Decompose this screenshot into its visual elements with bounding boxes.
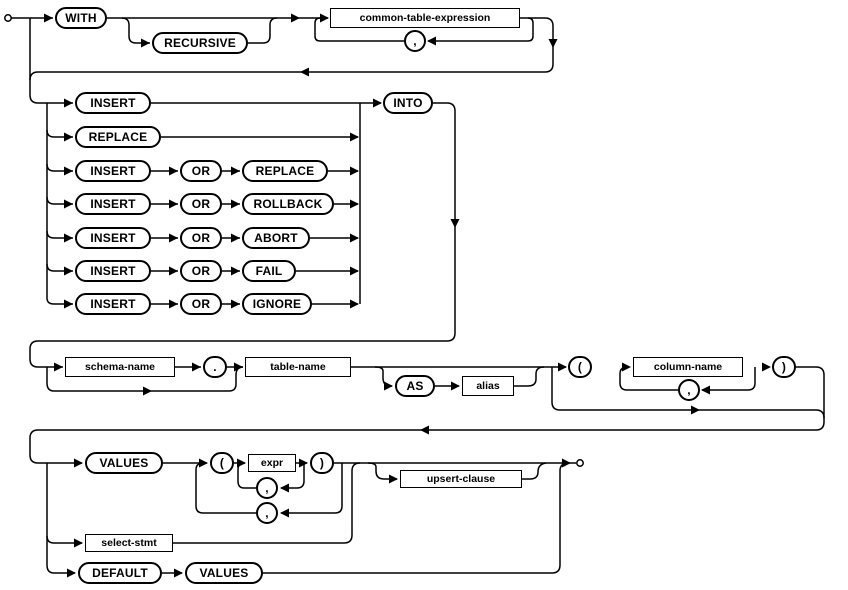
keyword-rollback: ROLLBACK (242, 193, 334, 215)
nonterminal-schema-name[interactable]: schema-name (65, 357, 175, 377)
keyword-or-row7: OR (180, 293, 222, 315)
keyword-as: AS (395, 375, 435, 397)
keyword-insert-row5: INSERT (75, 227, 151, 249)
nonterminal-upsert-clause[interactable]: upsert-clause (400, 470, 522, 488)
comma-columns-loop: , (678, 379, 700, 401)
nonterminal-column-name[interactable]: column-name (633, 357, 743, 377)
keyword-or-row3: OR (180, 160, 222, 182)
keyword-insert-row4: INSERT (75, 193, 151, 215)
keyword-into: INTO (383, 92, 433, 114)
keyword-insert-row7: INSERT (75, 293, 151, 315)
keyword-insert-row3: INSERT (75, 160, 151, 182)
dot-separator: . (203, 356, 227, 378)
keyword-or-row6: OR (180, 260, 222, 282)
keyword-recursive: RECURSIVE (152, 32, 248, 54)
keyword-abort: ABORT (242, 227, 310, 249)
keyword-values: VALUES (85, 452, 163, 474)
nonterminal-select-stmt[interactable]: select-stmt (85, 534, 173, 552)
keyword-fail: FAIL (242, 260, 296, 282)
keyword-with: WITH (55, 7, 107, 29)
nonterminal-alias[interactable]: alias (462, 376, 514, 396)
comma-cte-loop: , (404, 30, 426, 52)
keyword-ignore: IGNORE (242, 293, 312, 315)
keyword-replace-row2: REPLACE (75, 126, 161, 148)
lparen-columns: ( (568, 356, 592, 378)
rparen-columns: ) (772, 356, 796, 378)
keyword-default: DEFAULT (78, 562, 162, 584)
keyword-insert-row1: INSERT (75, 92, 151, 114)
keyword-values-default: VALUES (185, 562, 263, 584)
keyword-or-row4: OR (180, 193, 222, 215)
nonterminal-common-table-expression[interactable]: common-table-expression (330, 8, 520, 28)
nonterminal-table-name[interactable]: table-name (245, 357, 351, 377)
keyword-replace-row3: REPLACE (242, 160, 328, 182)
nonterminal-expr[interactable]: expr (248, 454, 296, 472)
keyword-insert-row6: INSERT (75, 260, 151, 282)
comma-value-rows-loop: , (256, 502, 278, 524)
rparen-values: ) (310, 452, 334, 474)
lparen-values: ( (210, 452, 234, 474)
keyword-or-row5: OR (180, 227, 222, 249)
comma-expr-loop: , (256, 477, 278, 499)
